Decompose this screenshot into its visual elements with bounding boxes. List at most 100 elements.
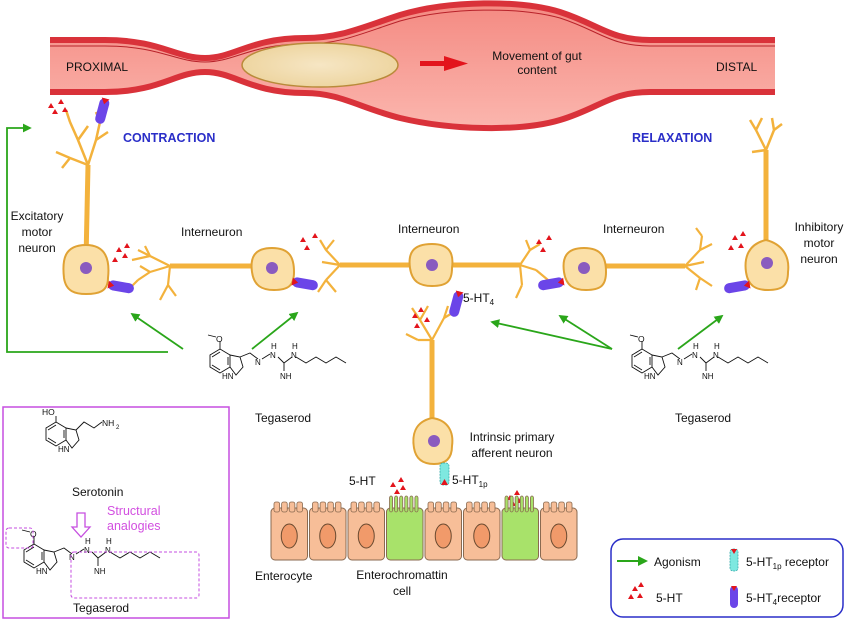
methoxy-highlight-box: [5, 527, 34, 549]
microvillus: [435, 501, 442, 513]
microvillus: [442, 501, 450, 513]
microvillus: [565, 501, 573, 513]
nucleus: [761, 257, 773, 269]
label-line: afferent neuron: [471, 446, 553, 460]
ht4-receptor-inhibitory: [724, 280, 751, 294]
legend-serotonin-icon: [628, 582, 644, 599]
legend-ht4-receptor-icon: [730, 586, 738, 608]
side-chain-highlight-box: [70, 551, 200, 599]
ethylamine-bonds: [55, 416, 103, 431]
serotonin-molecule: [116, 247, 122, 252]
enterochromaffin-cell: [501, 495, 539, 561]
nucleus: [266, 262, 278, 274]
microvillus: [504, 495, 509, 513]
serotonin-molecule: [304, 245, 310, 250]
amine-atom: NH: [102, 418, 114, 428]
nitrogen-atom: N: [677, 358, 683, 367]
microvillus: [389, 495, 393, 513]
pyrrole-ring: [651, 354, 666, 376]
side-chain: [661, 352, 769, 371]
serotonin-molecule: [312, 233, 318, 238]
agonism-arrow: [130, 312, 184, 350]
cell-body: [386, 507, 424, 561]
ht1p-receptor: [439, 462, 450, 486]
oxygen-atom: O: [216, 334, 223, 344]
legend-ht1p-label: 5-HT1p receptor: [746, 555, 829, 574]
side-chain-bonds: [661, 352, 769, 371]
microvillus: [473, 501, 481, 513]
serotonin-molecule: [122, 253, 128, 258]
enterocyte-cell: [424, 501, 462, 561]
microvillus: [450, 501, 457, 513]
nh-atom: NH: [702, 372, 714, 381]
microvillus: [319, 501, 327, 513]
indole-ring: [21, 529, 58, 571]
serotonin-molecule: [738, 243, 744, 248]
epithelium: [270, 495, 578, 561]
agonism-arrow: [558, 315, 613, 350]
microvillus: [488, 501, 496, 513]
ht1p-sub: 1p: [478, 480, 488, 489]
microvillus: [414, 495, 419, 513]
microvillus: [288, 501, 296, 513]
agonism-arrow: [677, 314, 724, 350]
ht4-base: 5-HT: [463, 291, 490, 305]
cell-nucleus: [550, 523, 568, 549]
ht4-receptors: [95, 97, 751, 317]
nitrogen-atom: N: [84, 546, 90, 555]
ec-cell-label: Enterochromattin cell: [352, 567, 452, 599]
label-line: cell: [392, 584, 411, 598]
proximal-label: PROXIMAL: [66, 60, 129, 74]
label-line: Intrinsic primary: [469, 430, 555, 444]
tegaserod-left-label: Tegaserod: [255, 411, 312, 425]
indole-ring: [629, 334, 666, 376]
microvillus: [404, 495, 409, 513]
cell-nucleus: [434, 523, 452, 549]
microvillus: [481, 501, 488, 513]
methoxy-bond: [207, 334, 221, 349]
hn-atom: HN: [36, 567, 48, 576]
ht4-sub: 4: [489, 298, 495, 307]
microvillus: [530, 495, 534, 513]
oxygen-atom: O: [638, 334, 645, 344]
serotonin-molecule: [398, 477, 404, 482]
serotonin-molecule: [390, 482, 396, 487]
serotonin-molecule: [728, 245, 734, 250]
enterocyte-cell: [540, 501, 578, 561]
enterocyte-cell: [270, 501, 308, 561]
label-line: Excitatory: [10, 209, 64, 223]
amine-subscript: 2: [116, 425, 120, 431]
cell-nucleus: [473, 523, 491, 549]
analogy-arrow-icon: [70, 512, 92, 538]
serotonin-molecule: [58, 99, 64, 104]
legend-ht4-label: 5-HT4receptor: [746, 591, 821, 610]
movement-line-2: content: [517, 63, 557, 77]
movement-label: Movement of gut content: [492, 49, 582, 77]
serotonin-molecule: [514, 490, 520, 495]
microvillus: [543, 501, 550, 513]
serotonin-name-label: Serotonin: [72, 485, 124, 499]
ht4-receptor-interneuron-2: [449, 290, 464, 317]
pyrrole-ring: [65, 427, 80, 449]
gut-wall-bottom: [50, 68, 775, 132]
serotonin-molecule: [412, 313, 418, 318]
interneuron-1: [129, 245, 296, 301]
ht1p-receptor-label: 5-HT1p: [452, 473, 488, 492]
interneuron-1-label: Interneuron: [181, 225, 243, 239]
label-line: neuron: [800, 252, 838, 266]
microvillus: [466, 501, 473, 513]
label-line: neuron: [18, 241, 56, 255]
nitrogen-atom: N: [692, 351, 698, 360]
hydroxyl-atom: HO: [42, 407, 55, 417]
legend-ht4-base: 5-HT: [746, 591, 773, 605]
microvillus: [427, 501, 435, 513]
ht4-receptor-top: [95, 97, 110, 124]
agonism-arrow: [490, 319, 613, 350]
cell-nucleus: [319, 523, 337, 549]
microvillus: [509, 495, 514, 513]
pyrrole-ring: [229, 354, 244, 376]
ipan-label: Intrinsic primary afferent neuron: [462, 429, 562, 461]
relaxation-label: RELAXATION: [632, 131, 713, 145]
excitatory-neuron-label: Excitatory motor neuron: [8, 208, 66, 256]
